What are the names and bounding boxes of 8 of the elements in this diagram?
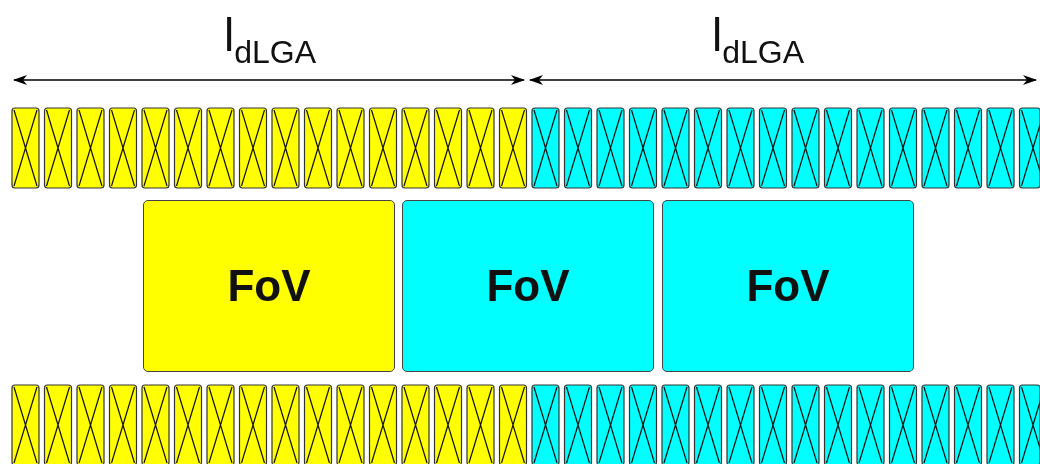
- field-of-view-box: [402, 200, 654, 372]
- dimension-label: l$_{dLGA}$: [224, 8, 317, 71]
- field-of-view-box: [662, 200, 914, 372]
- field-of-view-box: [143, 200, 395, 372]
- box-label: FoV: [486, 261, 570, 311]
- box-label: FoV: [746, 261, 830, 311]
- dimension-label: l$_{dLGA}$: [712, 8, 805, 71]
- box-label: FoV: [227, 261, 311, 311]
